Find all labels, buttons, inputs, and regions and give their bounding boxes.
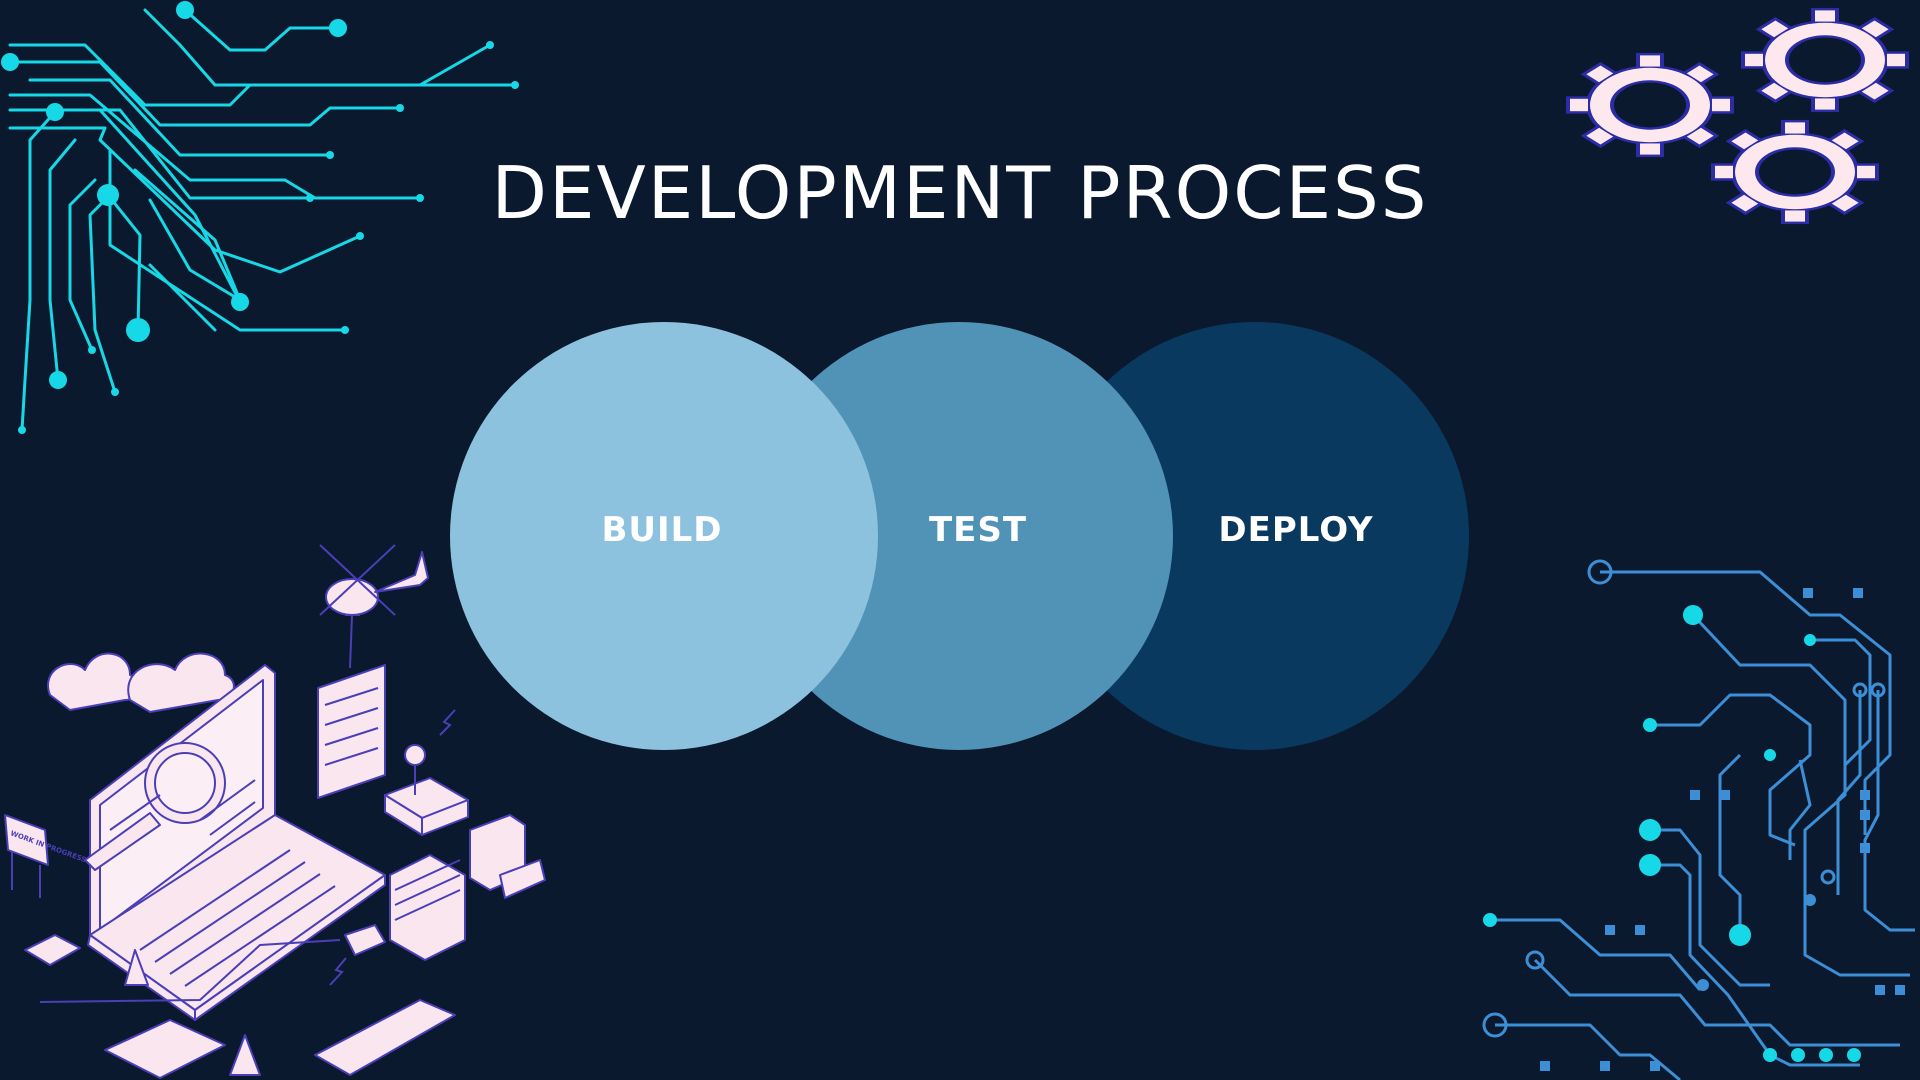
stage-label-build: BUILD	[601, 510, 723, 550]
laptop-development-illustration-icon: WORK IN PROGRESS	[4, 544, 546, 1079]
slide-title: DEVELOPMENT PROCESS	[491, 151, 1429, 235]
gears-icon	[1566, 7, 1909, 225]
circuit-board-icon	[1482, 559, 1915, 1080]
stage-label-test: TEST	[928, 510, 1028, 550]
circuit-board-icon	[1, 1, 519, 434]
stage-circle-build: BUILD	[450, 322, 878, 750]
stage-label-deploy: DEPLOY	[1218, 510, 1374, 550]
